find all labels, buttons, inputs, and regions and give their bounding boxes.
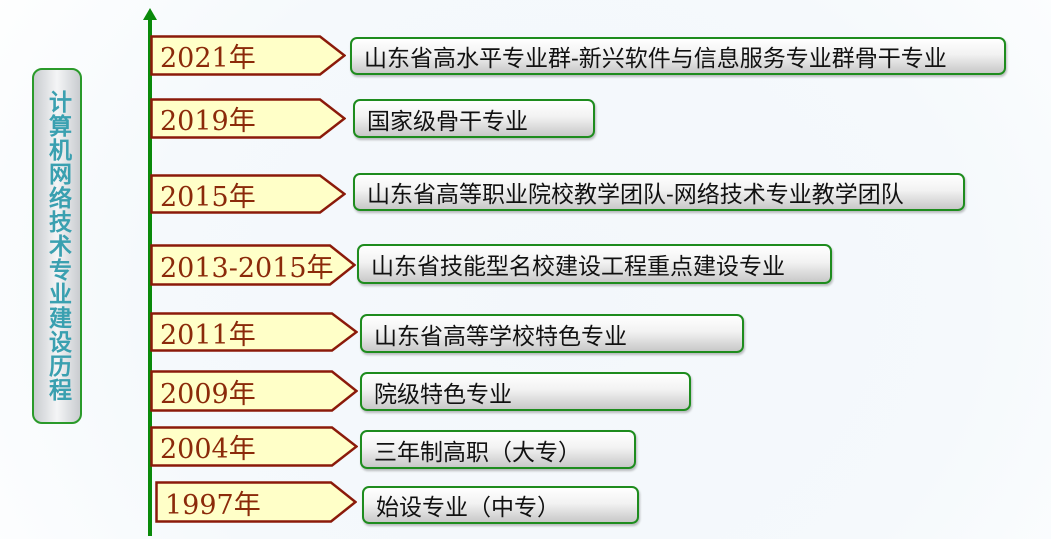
year-label: 2004年 — [160, 434, 256, 465]
arrow-tag-shape — [150, 35, 346, 76]
arrow-tag-shape — [150, 244, 356, 286]
year-tag: 2004年 — [150, 426, 358, 467]
year-label: 2019年 — [160, 106, 256, 137]
year-label: 2021年 — [160, 43, 256, 74]
year-tag: 2013-2015年 — [150, 244, 356, 286]
year-tag: 2011年 — [150, 312, 358, 352]
arrow-tag-shape — [150, 98, 346, 139]
arrow-tag-shape — [150, 312, 358, 352]
year-label: 2009年 — [160, 378, 256, 410]
event-box: 始设专业（中专） — [362, 486, 639, 524]
year-label: 2015年 — [160, 181, 256, 213]
year-label: 2013-2015年 — [160, 252, 334, 284]
title-box: 计算机网络技术专业建设历程 — [32, 68, 82, 424]
arrow-tag-shape — [155, 481, 357, 523]
timeline-axis — [148, 16, 152, 536]
year-tag: 2021年 — [150, 35, 346, 76]
arrow-tag-shape — [150, 174, 346, 214]
arrow-tag-shape — [150, 426, 358, 467]
year-tag: 1997年 — [155, 481, 357, 523]
event-box: 山东省技能型名校建设工程重点建设专业 — [357, 244, 832, 284]
arrow-tag-shape — [150, 370, 358, 412]
event-box: 山东省高水平专业群-新兴软件与信息服务专业群骨干专业 — [350, 37, 1006, 75]
event-box: 山东省高等职业院校教学团队-网络技术专业教学团队 — [353, 173, 965, 211]
event-box: 三年制高职（大专） — [360, 430, 636, 469]
event-box: 国家级骨干专业 — [353, 99, 595, 138]
year-tag: 2009年 — [150, 370, 358, 412]
axis-arrow-icon — [143, 8, 157, 20]
year-tag: 2015年 — [150, 174, 346, 214]
year-label: 2011年 — [160, 319, 256, 351]
year-label: 1997年 — [165, 489, 261, 521]
diagram-title: 计算机网络技术专业建设历程 — [44, 90, 71, 402]
event-box: 山东省高等学校特色专业 — [360, 314, 744, 353]
event-box: 院级特色专业 — [360, 372, 691, 411]
year-tag: 2019年 — [150, 98, 346, 139]
